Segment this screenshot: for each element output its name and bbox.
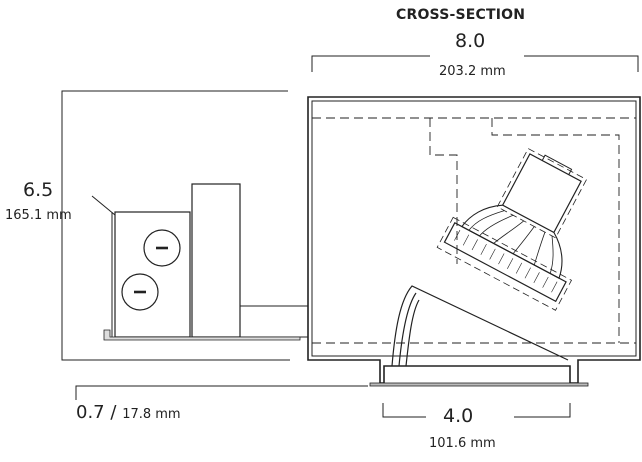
junction-box bbox=[191, 183, 241, 338]
flange-inches-label: 0.7 bbox=[76, 402, 105, 423]
aperture-dimension-line bbox=[382, 403, 571, 418]
width-dimension-line bbox=[311, 55, 639, 72]
flange-mm-label: 17.8 mm bbox=[122, 407, 181, 422]
housing-box bbox=[307, 96, 641, 384]
knockout-top bbox=[143, 229, 181, 267]
height-mm-label: 165.1 mm bbox=[5, 208, 72, 223]
reflector bbox=[391, 285, 569, 367]
aperture-mm-label: 101.6 mm bbox=[429, 436, 496, 451]
conduit bbox=[239, 305, 309, 338]
flange-separator: / bbox=[110, 402, 117, 423]
aperture-inches-label: 4.0 bbox=[443, 405, 474, 427]
driver-box bbox=[111, 211, 191, 338]
diagram-title: CROSS-SECTION bbox=[396, 7, 526, 23]
height-inches-label: 6.5 bbox=[23, 179, 54, 201]
height-dimension-line bbox=[61, 90, 290, 361]
flange-label: 0.7 / 17.8 mm bbox=[76, 402, 181, 423]
knockout-bottom bbox=[121, 273, 159, 311]
width-inches-label: 8.0 bbox=[455, 30, 486, 52]
trim-flange bbox=[369, 382, 589, 387]
height-leader bbox=[91, 195, 116, 216]
dashed-outline bbox=[312, 117, 636, 344]
flange-dimension-line bbox=[75, 385, 368, 400]
mounting-plate bbox=[103, 329, 301, 341]
width-mm-label: 203.2 mm bbox=[439, 64, 506, 79]
lamp-assembly bbox=[436, 148, 588, 311]
